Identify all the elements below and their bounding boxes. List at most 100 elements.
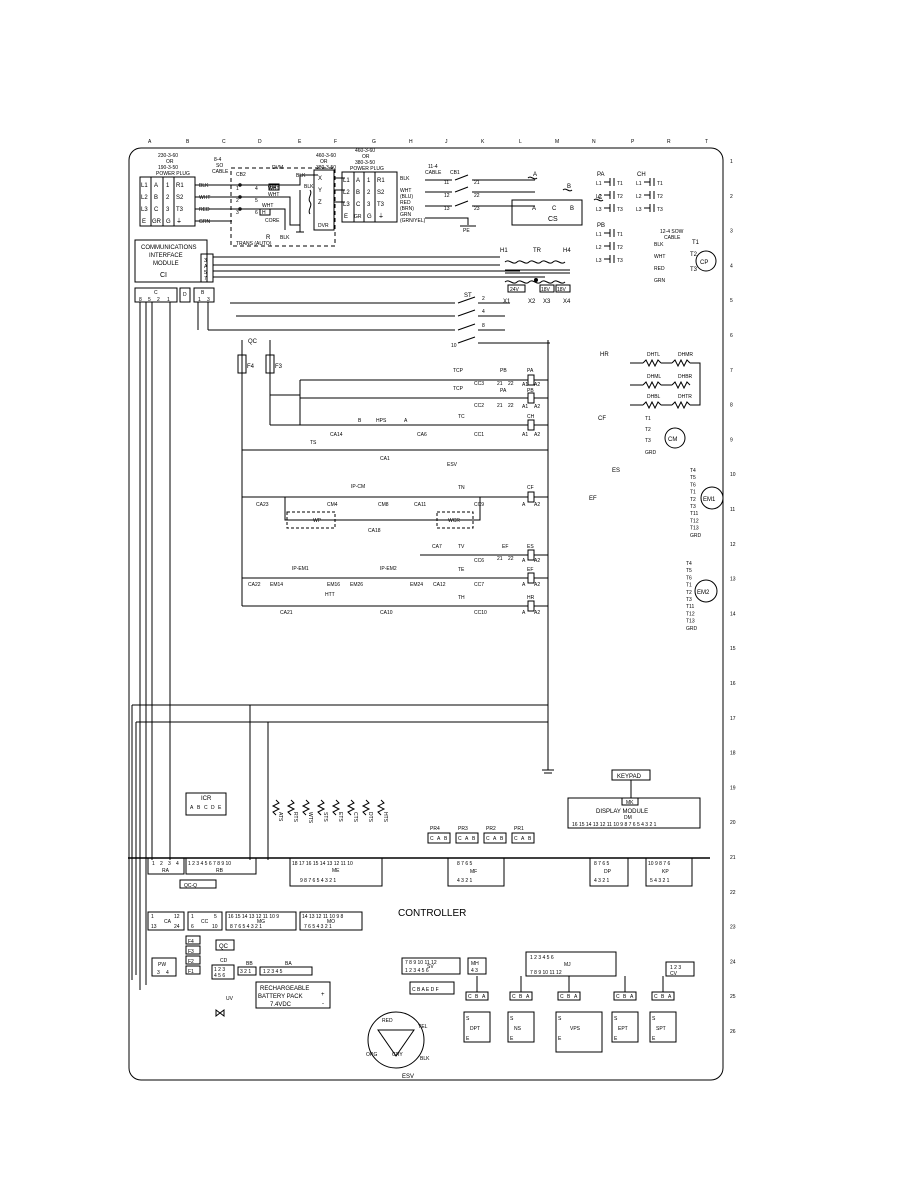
svg-text:5: 5 xyxy=(204,270,207,276)
transducer-pin: A xyxy=(482,994,486,1000)
pin-label: G xyxy=(166,219,171,225)
svg-text:H4: H4 xyxy=(563,248,571,254)
pr-pin: A xyxy=(437,836,441,842)
transducer-vps xyxy=(555,1011,603,1053)
svg-text:DHMR: DHMR xyxy=(678,352,693,358)
dp-label: DP xyxy=(604,869,612,875)
svg-text:A: A xyxy=(204,264,208,270)
svg-text:21: 21 xyxy=(497,381,503,387)
svg-text:TE: TE xyxy=(458,567,465,573)
spec-line: 380-3-50 xyxy=(355,160,375,166)
svg-text:ESV: ESV xyxy=(402,1074,414,1080)
svg-text:MK: MK xyxy=(626,800,634,806)
pa-load-terminal: T2 xyxy=(617,194,623,200)
motor-terminal: T4 xyxy=(686,561,692,567)
svg-text:MO: MO xyxy=(327,919,335,925)
grid-row-label: 2 xyxy=(730,194,733,200)
transducer-label: VPS xyxy=(570,1026,581,1032)
cable-label: SO xyxy=(216,163,223,169)
transducer-terminal: E xyxy=(510,1036,514,1042)
grid-row-label: 7 xyxy=(730,368,733,374)
transducer-pin: C xyxy=(616,994,620,1000)
svg-text:MH: MH xyxy=(471,961,479,967)
grid-row-label: 11 xyxy=(730,507,735,513)
transducer-label: SPT xyxy=(656,1026,666,1032)
svg-text:F3: F3 xyxy=(275,364,283,370)
svg-text:EF: EF xyxy=(502,544,508,550)
svg-text:8 7 6 5: 8 7 6 5 xyxy=(457,861,473,867)
wire-color: BLK xyxy=(199,183,209,189)
svg-text:CV: CV xyxy=(670,971,678,977)
cs-label: CS xyxy=(548,216,558,223)
plug-spec-line: 230-3-60 xyxy=(158,153,178,159)
cp-motor-label: CP xyxy=(700,260,708,266)
thermistor xyxy=(376,799,386,816)
svg-text:CC3: CC3 xyxy=(474,381,484,387)
grid-row-label: 25 xyxy=(730,994,736,1000)
pa-label: PA xyxy=(597,172,605,178)
motor-terminal: T11 xyxy=(690,511,698,517)
svg-text:MJ: MJ xyxy=(564,962,571,968)
grid-column-label: F xyxy=(334,139,337,145)
sensor-label: STS xyxy=(322,812,328,822)
svg-text:A2: A2 xyxy=(534,404,540,410)
transducer-pin: C xyxy=(512,994,516,1000)
svg-text:6: 6 xyxy=(255,210,258,216)
dvm-label: DVM xyxy=(272,165,283,171)
svg-text:TC: TC xyxy=(458,414,465,420)
svg-text:EM26: EM26 xyxy=(350,582,363,588)
pb-load-terminal: T2 xyxy=(617,245,623,251)
svg-text:ES: ES xyxy=(612,468,620,474)
svg-text:ESV: ESV xyxy=(447,462,458,468)
pr-label: PR3 xyxy=(458,826,468,832)
transducer-pin: C xyxy=(468,994,472,1000)
grid-row-label: 4 xyxy=(730,263,733,269)
grid-column-label: H xyxy=(409,139,413,145)
grid-row-label: 5 xyxy=(730,298,733,304)
pin-label: L3 xyxy=(343,202,350,208)
controller-label: CONTROLLER xyxy=(398,908,466,919)
pin-label: C xyxy=(154,207,159,213)
spec-line: 460-3-60 xyxy=(316,153,336,159)
spec-line: 460-3-60 xyxy=(355,148,375,154)
svg-text:RED: RED xyxy=(654,266,665,272)
svg-text:A: A xyxy=(522,582,526,588)
svg-text:CC6: CC6 xyxy=(474,558,484,564)
cable-label: 11-4 xyxy=(428,164,438,170)
thermistor xyxy=(271,799,281,816)
grid-row-label: 20 xyxy=(730,820,736,826)
plug-spec-line: 190-3-50 xyxy=(158,165,178,171)
svg-text:ES: ES xyxy=(527,544,534,550)
svg-text:1: 1 xyxy=(152,861,155,867)
svg-text:T3: T3 xyxy=(645,438,651,444)
svg-text:4 3: 4 3 xyxy=(471,968,478,974)
svg-text:PB: PB xyxy=(500,368,507,374)
grid-row-label: 1 xyxy=(730,159,733,165)
svg-text:3: 3 xyxy=(236,210,239,216)
pa-line-terminal: L2 xyxy=(596,194,602,200)
motor-terminal: T3 xyxy=(686,597,692,603)
wire-color: WHT xyxy=(262,203,273,209)
svg-text:CA23: CA23 xyxy=(256,502,269,508)
pa-load-terminal: T3 xyxy=(617,207,623,213)
svg-text:6: 6 xyxy=(191,924,194,930)
motor-terminal: T2 xyxy=(686,590,692,596)
tap-r: R xyxy=(266,235,271,241)
pin-label: G xyxy=(367,214,372,220)
svg-text:1: 1 xyxy=(151,914,154,920)
grid-row-label: 18 xyxy=(730,751,736,757)
svg-text:BA: BA xyxy=(285,961,292,967)
motor-terminal: T13 xyxy=(690,526,699,532)
grid-column-label: C xyxy=(222,139,226,145)
svg-text:18V: 18V xyxy=(541,287,551,293)
communications-interface-module: COMMUNICATIONS INTERFACE MODULE CI 3 A 5… xyxy=(134,239,545,303)
ch-label: CH xyxy=(637,172,646,178)
motor-terminal: T1 xyxy=(686,583,692,589)
svg-text:4 3 2 1: 4 3 2 1 xyxy=(594,878,610,884)
pr-pin: B xyxy=(500,836,504,842)
sensor-label: HTS xyxy=(382,812,388,823)
qc-q-label: QC-Q xyxy=(184,883,197,889)
svg-text:CA22: CA22 xyxy=(248,582,261,588)
svg-text:A1: A1 xyxy=(522,382,528,388)
